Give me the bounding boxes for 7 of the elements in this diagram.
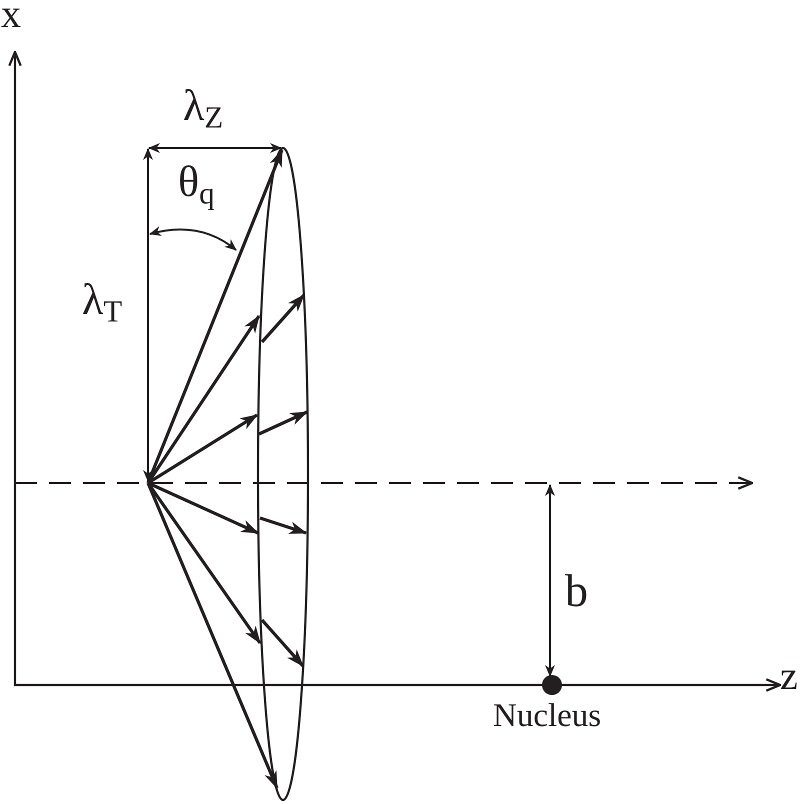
dimension-label: b — [565, 568, 588, 614]
angle-label: θ$_{q}$ — [178, 160, 214, 210]
dimension-label: λ$_{T}$ — [82, 278, 122, 328]
axis-label: z — [780, 656, 798, 696]
axis-label: x — [1, 0, 21, 34]
dimension-label: λ$_{Z}$ — [183, 84, 224, 134]
nucleus-label: Nucleus — [493, 700, 602, 733]
